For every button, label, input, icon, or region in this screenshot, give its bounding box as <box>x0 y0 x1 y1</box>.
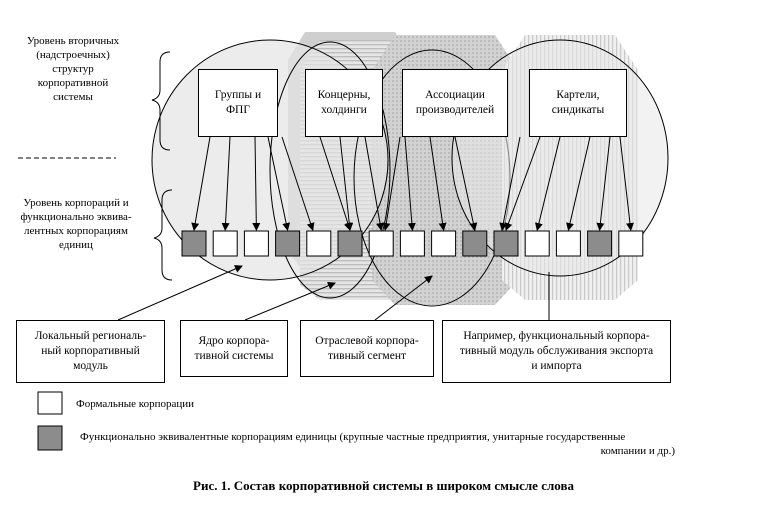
connector-arrow <box>429 136 447 231</box>
legend-swatch-formal <box>37 391 63 415</box>
connector-arrow <box>504 136 541 231</box>
label-secondary-line: системы <box>53 91 93 103</box>
box-groups-fpg: Группы и ФПГ <box>198 69 278 137</box>
connector-arrow <box>382 136 401 231</box>
box-line: Группы и <box>214 89 262 101</box>
connector-arrow <box>221 136 231 231</box>
top-arrows <box>191 136 634 231</box>
connector-arrow <box>319 136 352 231</box>
pointer-industry-segment <box>374 275 433 321</box>
corporate-units-row <box>181 230 644 257</box>
connector-arrow <box>534 136 561 231</box>
brace-corporations <box>153 189 173 281</box>
box-line: и импорта <box>531 360 582 372</box>
figure-caption: Рис. 1. Состав корпоративной системы в ш… <box>193 478 574 493</box>
label-secondary-line: (надстроечных) <box>36 49 110 61</box>
box-line: тивный сегмент <box>328 349 406 362</box>
connector-arrow <box>252 136 261 231</box>
formal-corporation-unit <box>524 230 550 257</box>
box-line: ФПГ <box>225 104 251 116</box>
equivalent-unit <box>587 230 613 257</box>
equivalent-unit <box>462 230 488 257</box>
formal-corporation-unit <box>618 230 644 257</box>
connector-arrow <box>267 136 291 231</box>
legend-equivalent-line: Функционально эквивалентные корпорациям … <box>80 431 626 443</box>
bottom-lines <box>117 265 550 321</box>
formal-corporation-unit <box>368 230 394 257</box>
box-line: модуль <box>73 360 108 372</box>
legend-swatch-equivalent <box>37 425 63 451</box>
box-line: Ассоциации <box>425 89 485 101</box>
formal-corporation-unit <box>212 230 238 257</box>
legend-equivalent-label: Функционально эквивалентные корпорациям … <box>80 430 675 458</box>
connector-arrow <box>191 136 211 231</box>
connector-arrow <box>619 136 634 231</box>
box-line: производителей <box>415 104 495 116</box>
connector-arrow <box>404 136 416 231</box>
connector-arrow <box>454 136 478 231</box>
label-corporation-line: Уровень корпораций и <box>23 197 129 209</box>
box-functional-module: Например, функциональный корпора-тивный … <box>442 320 671 383</box>
box-local-regional-module: Локальный региональ-ный корпоративный мод… <box>16 320 165 383</box>
label-corporation-line: единиц <box>59 239 93 251</box>
formal-corporation-unit <box>306 230 332 257</box>
label-secondary-line: структур <box>52 63 94 75</box>
equivalent-unit <box>337 230 363 257</box>
connector-arrow <box>339 136 354 231</box>
equivalent-unit <box>181 230 207 257</box>
label-corporation-line: функционально эквива- <box>20 211 132 223</box>
connector-arrow <box>281 136 315 231</box>
label-secondary-line: корпоративной <box>37 77 109 89</box>
box-line: Локальный региональ- <box>34 330 147 342</box>
connector-arrow <box>364 136 384 231</box>
box-producer-associations: Ассоциации производителей <box>402 69 508 137</box>
label-corporation-line: лентных корпорациям <box>24 225 128 237</box>
label-secondary-level: Уровень вторичных (надстроечных) структу… <box>14 34 132 104</box>
connector-arrow <box>596 136 611 231</box>
legend-formal-label: Формальные корпорации <box>76 398 195 410</box>
pointer-core <box>244 281 336 321</box>
box-concerns-holdings: Концерны, холдинги <box>305 69 383 137</box>
box-industry-segment: Отраслевой корпора-тивный сегмент <box>300 320 434 377</box>
box-line: Ядро корпора- <box>198 334 270 347</box>
brace-secondary <box>151 51 171 151</box>
box-line: холдинги <box>321 104 367 116</box>
label-secondary-line: Уровень вторичных <box>26 35 120 47</box>
formal-corporation-unit <box>399 230 425 257</box>
equivalent-unit <box>493 230 519 257</box>
box-line: Например, функциональный корпора- <box>463 330 650 342</box>
box-cartels-syndicates: Картели, синдикаты <box>529 69 627 137</box>
formal-corporation-unit <box>243 230 269 257</box>
ellipse-core <box>269 41 391 299</box>
pointer-local-module <box>117 265 243 321</box>
label-corporation-level: Уровень корпораций и функционально эквив… <box>6 196 146 252</box>
equivalent-unit <box>275 230 301 257</box>
box-line: Концерны, <box>317 89 371 101</box>
box-line: синдикаты <box>551 104 605 116</box>
box-line: Картели, <box>556 89 600 101</box>
box-line: ный корпоративный <box>41 345 140 357</box>
connector-arrow <box>499 136 521 231</box>
legend-equivalent-line: компании и др.) <box>600 445 675 457</box>
connector-arrow <box>566 136 591 231</box>
formal-corporation-unit <box>431 230 457 257</box>
box-line: Отраслевой корпора- <box>315 334 419 347</box>
formal-corporation-unit <box>555 230 581 257</box>
box-system-core: Ядро корпора-тивной системы <box>180 320 288 377</box>
box-line: тивный модуль обслуживания экспорта <box>459 345 654 357</box>
box-line: тивной системы <box>194 349 274 362</box>
